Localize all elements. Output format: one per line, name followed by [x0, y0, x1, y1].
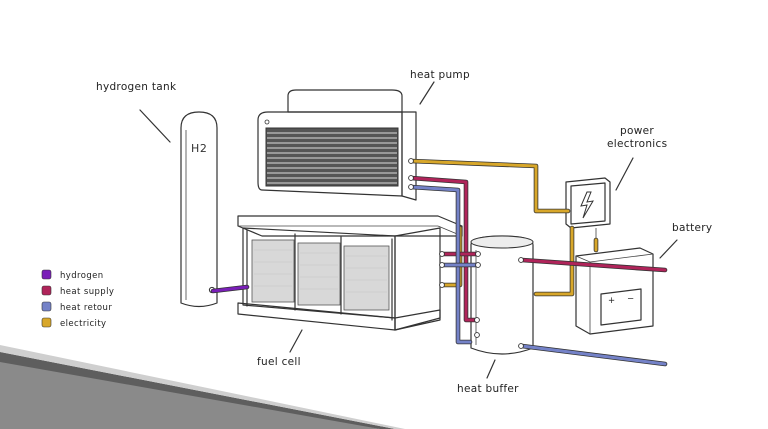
pipe-connectors: [408, 158, 524, 349]
fuel-cell-label: fuel cell: [257, 356, 301, 368]
hydrogen-pipe: [210, 284, 250, 294]
hydrogen-tank: H2: [180, 111, 218, 308]
heat-buffer-label: heat buffer: [457, 383, 519, 395]
battery-label: battery: [672, 222, 712, 234]
heat-supply-pipes: [408, 175, 668, 323]
legend-label: heat retour: [60, 303, 112, 313]
heat-retour-pipes: [408, 184, 668, 367]
lightning-bolt-icon: [580, 191, 594, 219]
power-electronics-label-line2: electronics: [607, 138, 667, 150]
battery: + −: [575, 247, 654, 335]
heat-pump-label: heat pump: [410, 69, 470, 81]
callout-lines: [139, 81, 678, 379]
legend-label: heat supply: [60, 287, 114, 297]
battery-minus-sign: −: [627, 294, 635, 304]
legend: hydrogen heat supply heat retour electri…: [41, 269, 114, 329]
power-electronics-label-line1: power: [620, 125, 654, 137]
legend-item-heat-supply: heat supply: [41, 285, 114, 297]
legend-label: electricity: [60, 319, 106, 329]
fuel-cell: [237, 215, 463, 331]
heat-pump: [257, 89, 417, 201]
legend-label: hydrogen: [60, 271, 104, 281]
hydrogen-tank-label: hydrogen tank: [96, 81, 177, 93]
tank-marking: H2: [191, 142, 207, 155]
floor-slab: [0, 345, 405, 429]
legend-item-hydrogen: hydrogen: [41, 269, 104, 281]
battery-plus-sign: +: [608, 296, 616, 306]
legend-item-heat-retour: heat retour: [41, 301, 112, 313]
legend-item-electricity: electricity: [41, 317, 106, 329]
